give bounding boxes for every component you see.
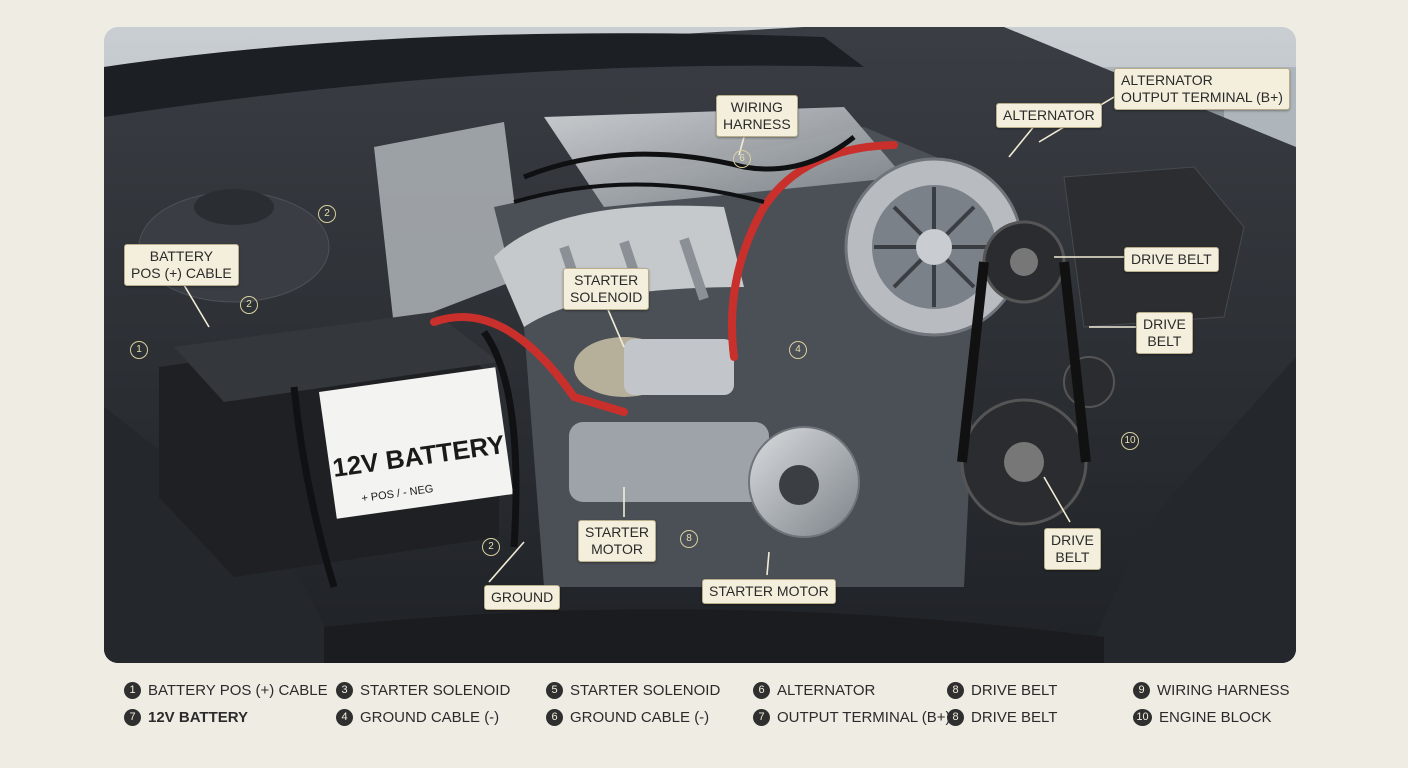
legend-label: STARTER SOLENOID [360,682,511,699]
legend-number: 1 [124,682,141,699]
legend-item: 5 STARTER SOLENOID [546,682,720,699]
legend-label: GROUND CABLE (-) [570,709,710,726]
legend-number: 5 [546,682,563,699]
legend-number: 8 [947,682,964,699]
legend-label: ENGINE BLOCK [1159,709,1272,726]
marker: 1 [130,341,148,359]
legend-item: 6 GROUND CABLE (-) [546,709,709,726]
legend-item: 10 ENGINE BLOCK [1133,709,1272,726]
legend-item: 7 OUTPUT TERMINAL (B+) [753,709,951,726]
legend-number: 10 [1133,709,1152,726]
legend-item: 3 STARTER SOLENOID [336,682,510,699]
legend-number: 4 [336,709,353,726]
legend-label: OUTPUT TERMINAL (B+) [777,709,951,726]
callout-drive-belt-2: DRIVE BELT [1136,312,1193,354]
legend-item: 6 ALTERNATOR [753,682,875,699]
legend-label: GROUND CABLE (-) [360,709,500,726]
legend-number: 7 [753,709,770,726]
callout-alternator-output-terminal: ALTERNATOR OUTPUT TERMINAL (B+) [1114,68,1290,110]
callout-ground: GROUND [484,585,561,610]
legend-item: 9 WIRING HARNESS [1133,682,1290,699]
legend-label: WIRING HARNESS [1157,682,1290,699]
legend-label: DRIVE BELT [971,682,1058,699]
marker: 2 [240,296,258,314]
legend-label: STARTER SOLENOID [570,682,721,699]
marker: 4 [789,341,807,359]
callout-wiring-harness: WIRING HARNESS [716,95,798,137]
callout-drive-belt-1: DRIVE BELT [1124,247,1219,272]
legend-number: 6 [546,709,563,726]
callout-starter-motor: STARTER MOTOR [702,579,836,604]
marker: 2 [318,205,336,223]
legend-item: 4 GROUND CABLE (-) [336,709,499,726]
legend-label: ALTERNATOR [777,682,876,699]
legend-label: DRIVE BELT [971,709,1058,726]
legend-number: 6 [753,682,770,699]
engine-bay-illustration: 12V BATTERY + POS / - NEG [104,27,1296,663]
callout-starter-motor-small: STARTER MOTOR [578,520,657,562]
callout-starter-solenoid: STARTER SOLENOID [563,268,650,310]
callout-drive-belt-3: DRIVE BELT [1044,528,1101,570]
legend-number: 3 [336,682,353,699]
marker: 10 [1121,432,1139,450]
legend-label: BATTERY POS (+) CABLE [148,682,328,699]
legend-item: 8 DRIVE BELT [947,682,1057,699]
marker: 6 [733,150,751,168]
legend-number: 8 [947,709,964,726]
legend-item: 8 DRIVE BELT [947,709,1057,726]
callout-battery-pos-cable: BATTERY POS (+) CABLE [124,244,239,286]
legend-label: 12V BATTERY [148,709,249,726]
marker: 2 [482,538,500,556]
marker: 8 [680,530,698,548]
callout-alternator: ALTERNATOR [996,103,1102,128]
legend: 1 BATTERY POS (+) CABLE 7 12V BATTERY 3 … [124,682,1290,732]
legend-item: 1 BATTERY POS (+) CABLE [124,682,328,699]
engine-bay-drawing: 12V BATTERY + POS / - NEG [104,27,1296,663]
legend-item: 7 12V BATTERY [124,709,248,726]
legend-number: 7 [124,709,141,726]
legend-number: 9 [1133,682,1150,699]
